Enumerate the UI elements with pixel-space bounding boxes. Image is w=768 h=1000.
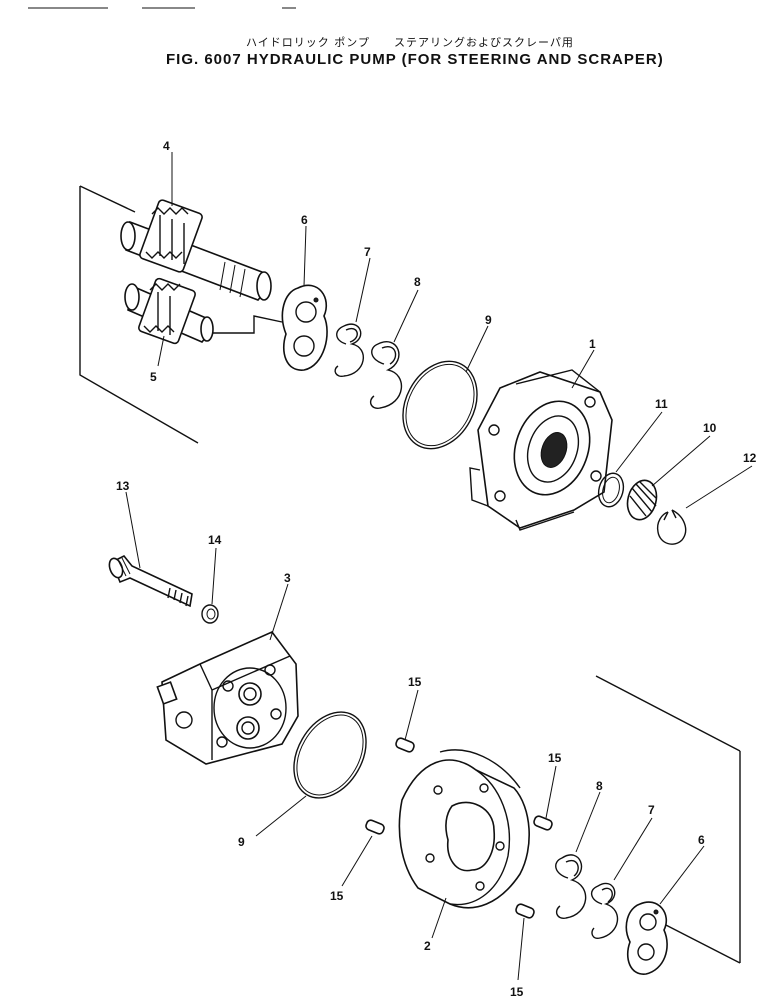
part-6-plate-lower bbox=[625, 901, 668, 975]
callout-14: 14 bbox=[208, 533, 222, 547]
callout-15-right: 15 bbox=[548, 751, 562, 765]
title-english: FIG. 6007 HYDRAULIC PUMP (FOR STEERING A… bbox=[166, 51, 664, 68]
part-7-seal-upper bbox=[334, 323, 365, 378]
callout-15-left: 15 bbox=[330, 889, 344, 903]
callout-7-lower: 7 bbox=[648, 803, 655, 817]
part-10-oil-seal bbox=[626, 479, 658, 521]
callout-5: 5 bbox=[150, 370, 157, 384]
part-15-dowel-pins bbox=[365, 737, 553, 919]
callout-8-upper: 8 bbox=[414, 275, 421, 289]
part-12-snap-ring bbox=[656, 509, 687, 545]
title-japanese: ハイドロリック ポンプ ステアリングおよびスクレーパ用 bbox=[246, 36, 574, 49]
callout-6-upper: 6 bbox=[301, 213, 308, 227]
part-1-front-cover bbox=[469, 369, 613, 531]
callout-9-upper: 9 bbox=[485, 313, 492, 327]
part-8-seal-upper bbox=[369, 341, 403, 409]
callout-labels: 4 5 6 7 8 9 1 11 10 12 13 14 3 9 15 15 1… bbox=[116, 139, 757, 999]
part-13-bolt bbox=[108, 554, 193, 608]
lower-frame-lines bbox=[595, 675, 741, 964]
part-11-washer bbox=[597, 472, 625, 508]
part-6-plate-upper bbox=[281, 284, 328, 371]
part-7-seal-lower bbox=[591, 882, 618, 940]
callout-1: 1 bbox=[589, 337, 596, 351]
callout-4: 4 bbox=[163, 139, 170, 153]
callout-13: 13 bbox=[116, 479, 130, 493]
part-9-oring-upper bbox=[402, 360, 478, 450]
callout-2: 2 bbox=[424, 939, 431, 953]
part-8-seal-lower bbox=[555, 854, 587, 919]
callout-15-top: 15 bbox=[408, 675, 422, 689]
upper-frame-lines bbox=[79, 185, 283, 444]
part-3-rear-cover bbox=[156, 631, 299, 765]
part-9-oring-lower bbox=[293, 711, 367, 799]
leader-lines bbox=[125, 152, 753, 981]
callout-3: 3 bbox=[284, 571, 291, 585]
callout-11: 11 bbox=[655, 397, 668, 411]
part-5-driven-gear bbox=[124, 277, 214, 345]
callout-7-upper: 7 bbox=[364, 245, 371, 259]
callout-12: 12 bbox=[743, 451, 757, 465]
callout-6-lower: 6 bbox=[698, 833, 705, 847]
part-2-gear-housing bbox=[398, 749, 530, 909]
part-4-drive-gear-shaft bbox=[120, 199, 272, 301]
part-14-washer bbox=[201, 604, 219, 624]
callout-10: 10 bbox=[703, 421, 717, 435]
callout-9-lower: 9 bbox=[238, 835, 245, 849]
callout-15-bottom: 15 bbox=[510, 985, 524, 999]
callout-8-lower: 8 bbox=[596, 779, 603, 793]
